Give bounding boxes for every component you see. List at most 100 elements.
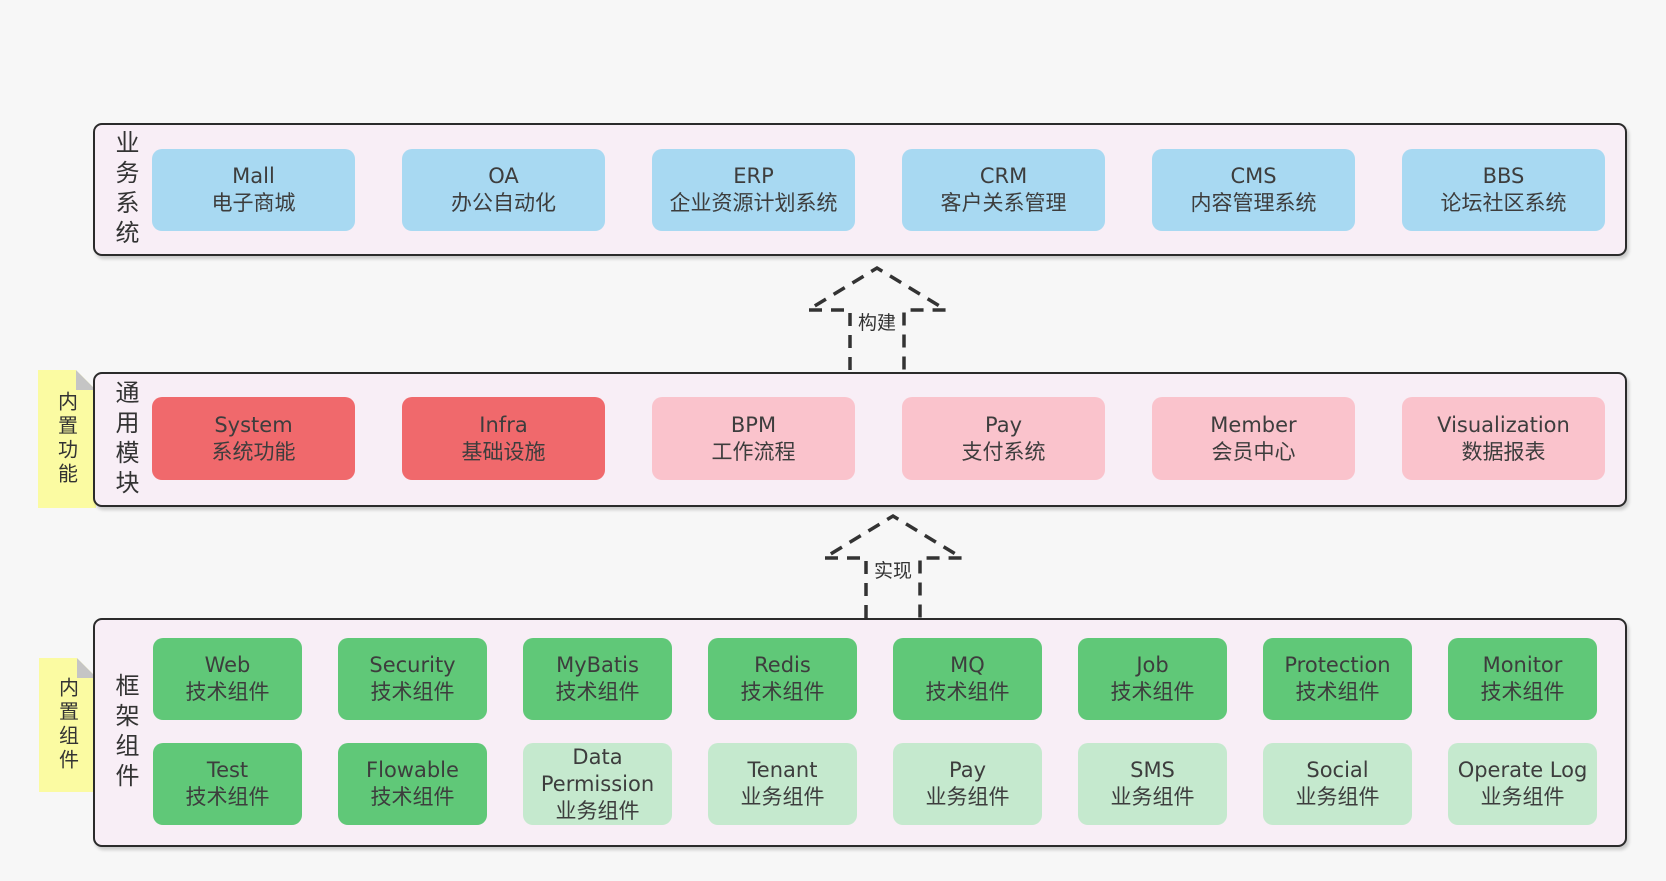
box-subtitle: 业务组件	[740, 785, 825, 809]
box-title: Job	[1136, 653, 1169, 677]
box-crm: CRM 客户关系管理	[902, 149, 1105, 231]
box-title: Flowable	[366, 758, 459, 782]
box-subtitle: 企业资源计划系统	[669, 191, 838, 215]
box-subtitle: 业务组件	[555, 798, 640, 823]
framework-components-row-1: Web 技术组件 Security 技术组件 MyBatis 技术组件 Redi…	[153, 638, 1597, 720]
box-pay-component: Pay 业务组件	[893, 743, 1042, 825]
box-redis: Redis 技术组件	[708, 638, 857, 720]
box-title: ERP	[733, 164, 774, 188]
box-subtitle: 论坛社区系统	[1440, 191, 1567, 215]
box-pay-system: Pay 支付系统	[902, 397, 1105, 480]
box-subtitle: 业务组件	[1110, 785, 1195, 809]
business-systems-panel: 业务系统 Mall 电子商城 OA 办公自动化 ERP 企业资源计划系统 CRM…	[93, 123, 1627, 256]
box-erp: ERP 企业资源计划系统	[652, 149, 855, 231]
box-title: CRM	[979, 164, 1028, 188]
box-subtitle: 支付系统	[961, 439, 1046, 464]
sticky-note-built-in-features: 内置功能	[38, 370, 96, 508]
box-title: MyBatis	[556, 653, 639, 677]
box-subtitle: 技术组件	[1295, 680, 1380, 704]
sticky-note-text: 内置组件	[55, 677, 80, 773]
box-subtitle: 技术组件	[370, 680, 455, 704]
box-job: Job 技术组件	[1078, 638, 1227, 720]
box-title: Pay	[984, 412, 1023, 437]
box-subtitle: 工作流程	[711, 439, 796, 464]
implement-arrow: 实现	[821, 512, 965, 618]
box-sms: SMS 业务组件	[1078, 743, 1227, 825]
box-title: Visualization	[1437, 412, 1570, 437]
box-title: Social	[1306, 758, 1369, 782]
box-subtitle: 办公自动化	[451, 191, 556, 215]
box-title: Mall	[232, 164, 275, 188]
box-title: System	[214, 412, 293, 437]
box-member: Member 会员中心	[1152, 397, 1355, 480]
framework-components-row-2: Test 技术组件 Flowable 技术组件 Data Permission …	[153, 743, 1597, 825]
common-modules-panel: 通用模块 System 系统功能 Infra 基础设施 BPM 工作流程 Pay…	[93, 372, 1627, 507]
box-subtitle: 会员中心	[1211, 439, 1296, 464]
box-mall: Mall 电子商城	[152, 149, 355, 231]
box-social: Social 业务组件	[1263, 743, 1412, 825]
common-modules-panel-label: 通用模块	[111, 379, 139, 500]
box-title: CMS	[1230, 164, 1277, 188]
box-title: Member	[1210, 412, 1297, 437]
box-title: Data Permission	[540, 744, 655, 796]
box-subtitle: 技术组件	[185, 680, 270, 704]
box-title: Infra	[479, 412, 528, 437]
box-bbs: BBS 论坛社区系统	[1402, 149, 1605, 231]
box-flowable: Flowable 技术组件	[338, 743, 487, 825]
box-subtitle: 技术组件	[1480, 680, 1565, 704]
box-oa: OA 办公自动化	[402, 149, 605, 231]
box-title: Protection	[1284, 653, 1391, 677]
box-subtitle: 业务组件	[1480, 785, 1565, 809]
box-title: SMS	[1130, 758, 1175, 782]
box-operate-log: Operate Log 业务组件	[1448, 743, 1597, 825]
box-tenant: Tenant 业务组件	[708, 743, 857, 825]
implement-arrow-label: 实现	[871, 556, 915, 583]
box-subtitle: 技术组件	[185, 785, 270, 809]
box-subtitle: 技术组件	[1110, 680, 1195, 704]
box-subtitle: 技术组件	[370, 785, 455, 809]
box-subtitle: 基础设施	[461, 439, 546, 464]
box-subtitle: 技术组件	[740, 680, 825, 704]
box-mybatis: MyBatis 技术组件	[523, 638, 672, 720]
box-cms: CMS 内容管理系统	[1152, 149, 1355, 231]
box-data-permission: Data Permission 业务组件	[523, 743, 672, 825]
box-title: MQ	[950, 653, 985, 677]
box-title: Monitor	[1482, 653, 1563, 677]
box-title: Tenant	[747, 758, 818, 782]
sticky-note-built-in-components: 内置组件	[39, 658, 97, 792]
box-subtitle: 数据报表	[1461, 439, 1546, 464]
box-title: Redis	[754, 653, 811, 677]
framework-components-panel: 框架组件 Web 技术组件 Security 技术组件 MyBatis 技术组件…	[93, 618, 1627, 847]
box-subtitle: 技术组件	[555, 680, 640, 704]
dashed-up-arrow-icon	[821, 513, 965, 618]
box-title: BBS	[1482, 164, 1525, 188]
box-system: System 系统功能	[152, 397, 355, 480]
box-title: Operate Log	[1457, 758, 1588, 782]
box-subtitle: 业务组件	[925, 785, 1010, 809]
box-bpm: BPM 工作流程	[652, 397, 855, 480]
box-title: Web	[204, 653, 251, 677]
box-subtitle: 客户关系管理	[940, 191, 1067, 215]
business-systems-panel-label: 业务系统	[111, 129, 139, 250]
box-subtitle: 业务组件	[1295, 785, 1380, 809]
box-title: Security	[369, 653, 456, 677]
build-arrow-label: 构建	[855, 308, 899, 335]
business-systems-row: Mall 电子商城 OA 办公自动化 ERP 企业资源计划系统 CRM 客户关系…	[152, 149, 1605, 231]
box-title: Test	[206, 758, 249, 782]
box-mq: MQ 技术组件	[893, 638, 1042, 720]
sticky-note-text: 内置功能	[54, 391, 79, 487]
box-monitor: Monitor 技术组件	[1448, 638, 1597, 720]
box-title: Pay	[948, 758, 987, 782]
box-subtitle: 系统功能	[211, 439, 296, 464]
box-test: Test 技术组件	[153, 743, 302, 825]
box-subtitle: 技术组件	[925, 680, 1010, 704]
build-arrow: 构建	[805, 264, 949, 370]
box-subtitle: 电子商城	[211, 191, 296, 215]
box-web: Web 技术组件	[153, 638, 302, 720]
box-title: OA	[488, 164, 519, 188]
common-modules-row: System 系统功能 Infra 基础设施 BPM 工作流程 Pay 支付系统…	[152, 397, 1605, 480]
box-subtitle: 内容管理系统	[1190, 191, 1317, 215]
box-protection: Protection 技术组件	[1263, 638, 1412, 720]
dashed-up-arrow-icon	[805, 265, 949, 370]
